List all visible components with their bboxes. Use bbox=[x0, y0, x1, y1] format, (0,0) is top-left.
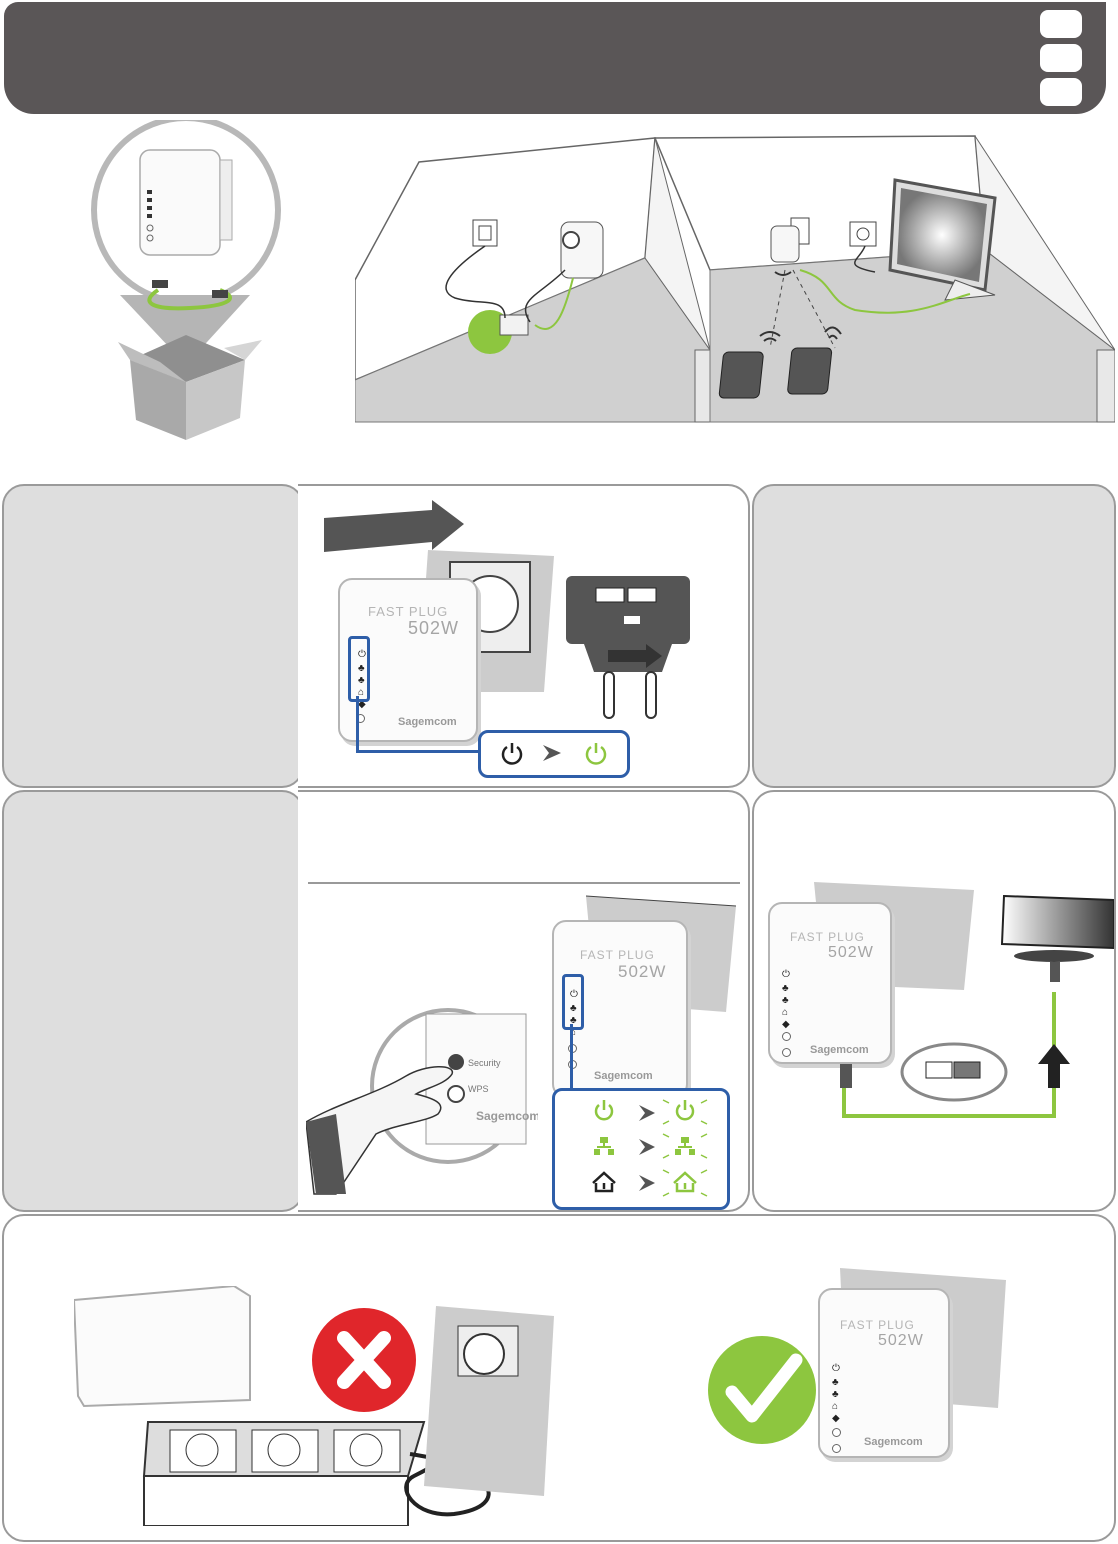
security-button[interactable] bbox=[832, 1428, 841, 1437]
power-icon bbox=[596, 1100, 612, 1119]
arrow-right-icon bbox=[639, 1175, 655, 1191]
check-icon bbox=[708, 1336, 816, 1444]
language-tab-1[interactable] bbox=[1040, 10, 1082, 38]
led-highlight-box bbox=[348, 636, 370, 702]
ethernet-cable-illustration bbox=[814, 892, 1114, 1132]
arrow-right-icon bbox=[639, 1139, 655, 1155]
divider bbox=[308, 882, 740, 884]
powerline-icon bbox=[663, 1170, 707, 1196]
led-status-legend bbox=[552, 1088, 730, 1210]
maker-logo: Sagemcom bbox=[476, 1109, 538, 1123]
ethernet-icon: ♣ bbox=[832, 1390, 839, 1400]
power-led-transition-box bbox=[478, 730, 630, 778]
wps-button-label: WPS bbox=[468, 1084, 489, 1094]
step2-pairing-panel: FAST PLUG 502W ⏻ ♣ ♣ ⌂ Sagemcom Security… bbox=[298, 790, 750, 1212]
security-button[interactable] bbox=[782, 1032, 791, 1041]
powerline-icon bbox=[593, 1173, 615, 1191]
powerline-icon: ⌂ bbox=[782, 1008, 788, 1018]
device-side-view bbox=[566, 574, 696, 724]
led-connector-line bbox=[356, 750, 480, 753]
ethernet-icon: ♣ bbox=[832, 1378, 839, 1388]
press-security-button-illustration: Security WPS Sagemcom bbox=[306, 1004, 538, 1204]
room-scene-illustration bbox=[355, 130, 1115, 430]
ethernet-icon: ♣ bbox=[782, 996, 789, 1006]
wifi-icon: ◆ bbox=[832, 1414, 840, 1424]
power-icon bbox=[583, 740, 609, 766]
header-bar bbox=[4, 2, 1106, 114]
power-icon: ⏻ bbox=[832, 1364, 840, 1374]
wifi-icon: ◆ bbox=[782, 1020, 790, 1030]
step1-plug-in-panel: FAST PLUG 502W ⏻ ♣ ♣ ⌂ ◆ Sagemcom bbox=[298, 484, 750, 788]
step2-text-panel bbox=[2, 790, 304, 1212]
arrow-right-icon bbox=[639, 1105, 655, 1121]
ethernet-icon: ♣ bbox=[782, 984, 789, 994]
ethernet-icon bbox=[594, 1137, 614, 1155]
arrow-right-icon bbox=[543, 743, 563, 763]
led-connector-line bbox=[356, 696, 359, 752]
box-contents-illustration bbox=[90, 120, 310, 450]
fast-plug-device: FAST PLUG 502W ⏻ ♣ ♣ ⌂ ◆ Sagemcom bbox=[818, 1288, 950, 1458]
step1-text-panel bbox=[2, 484, 304, 788]
security-button-label: Security bbox=[468, 1058, 501, 1068]
power-icon bbox=[663, 1100, 707, 1124]
step1-info-panel bbox=[752, 484, 1116, 788]
language-tab-2[interactable] bbox=[1040, 44, 1082, 72]
cross-icon bbox=[312, 1308, 416, 1412]
language-tab-3[interactable] bbox=[1040, 78, 1082, 106]
led-highlight-box bbox=[562, 974, 584, 1030]
ethernet-icon bbox=[663, 1134, 707, 1158]
powerline-icon: ⌂ bbox=[832, 1402, 838, 1412]
wps-button[interactable] bbox=[782, 1048, 791, 1057]
step3-connect-panel: FAST PLUG 502W ⏻ ♣ ♣ ⌂ ◆ Sagemcom bbox=[752, 790, 1116, 1212]
led-connector-line bbox=[570, 1024, 573, 1088]
wps-button[interactable] bbox=[832, 1444, 841, 1453]
power-icon bbox=[499, 740, 525, 766]
power-strip-warning-panel: FAST PLUG 502W ⏻ ♣ ♣ ⌂ ◆ Sagemcom bbox=[2, 1214, 1116, 1542]
power-icon: ⏻ bbox=[782, 970, 790, 980]
